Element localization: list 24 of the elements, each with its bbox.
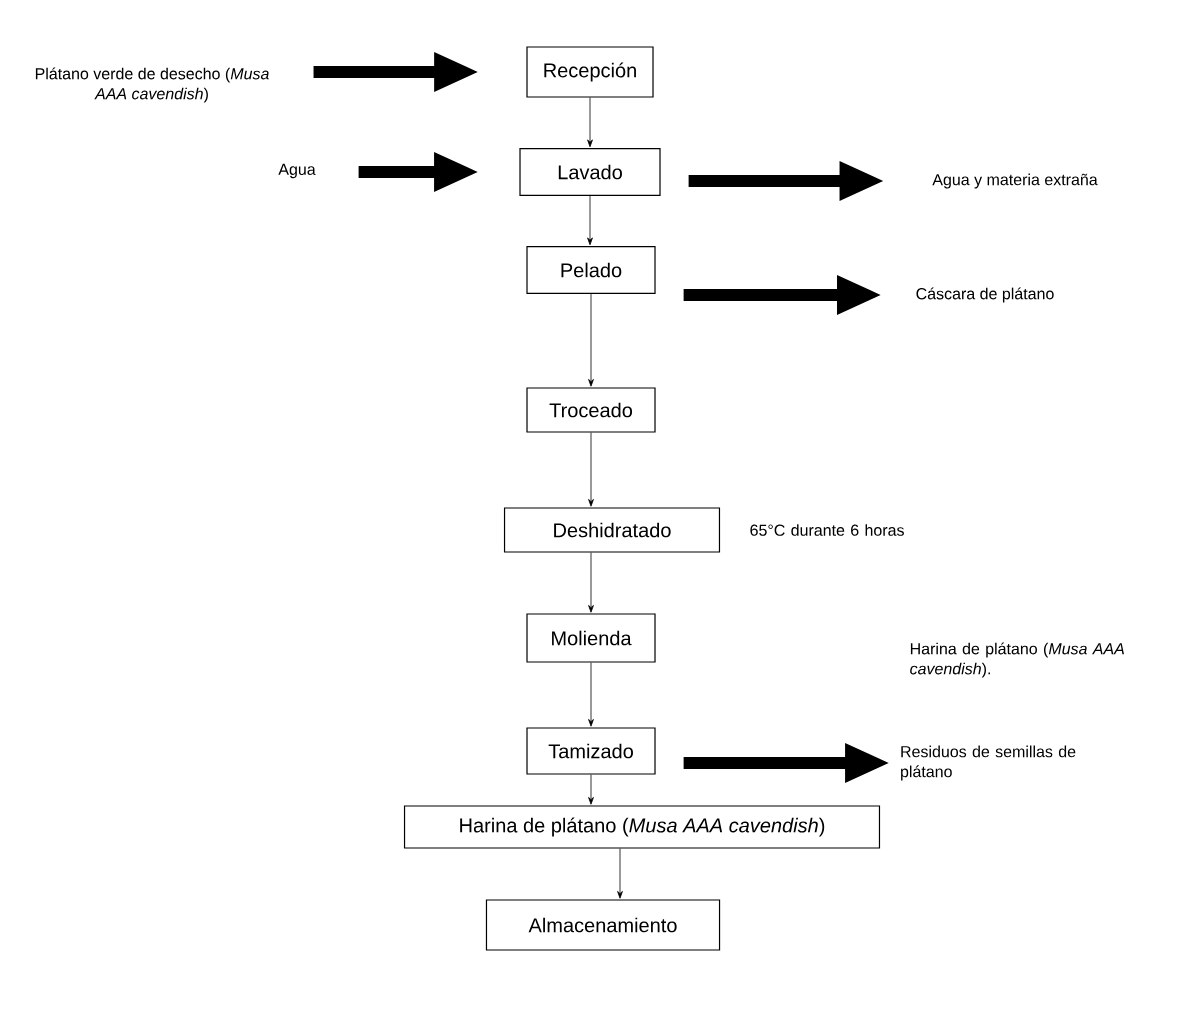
stream-label: Cáscara de plátano [916, 287, 1054, 303]
arrow [587, 97, 593, 148]
process-box: Recepción [526, 46, 654, 98]
stream-label: Residuos de semillas de plátano [901, 745, 1076, 781]
process-box: Deshidratado [503, 507, 721, 553]
process-box: Harina de plátano (Musa AAA cavendish) [403, 805, 881, 849]
arrow [588, 662, 594, 727]
arrow [617, 848, 623, 899]
process-box: Troceado [526, 387, 656, 433]
arrow [588, 432, 594, 507]
arrow [588, 552, 594, 613]
stream-label: Plátano verde de desecho (Musa AAA cavendish) [35, 67, 269, 103]
stream-label: Agua y materia extraña [932, 173, 1098, 189]
arrow [588, 774, 594, 805]
arrow [587, 195, 593, 246]
process-box: Pelado [526, 245, 656, 295]
note-text: Harina de plátano (Musa AAA cavendish). [910, 642, 1124, 678]
process-note: 65°C durante 6 horas [750, 524, 904, 536]
process-box: Almacenamiento [485, 899, 721, 951]
process-box: Molienda [526, 613, 656, 663]
arrow [588, 293, 594, 387]
process-box: Tamizado [526, 727, 656, 775]
stream-label: Agua [278, 163, 316, 179]
process-box: Lavado [519, 147, 661, 197]
